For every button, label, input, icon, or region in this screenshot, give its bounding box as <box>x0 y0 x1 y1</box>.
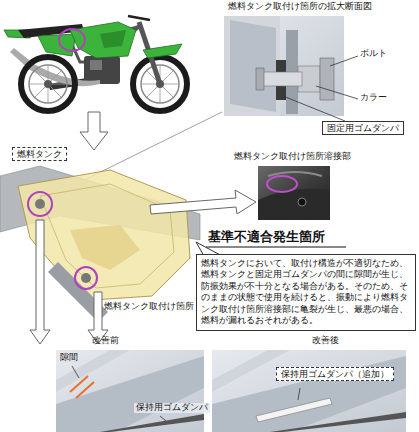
section-heading: 基準不適合発生箇所 <box>208 230 325 245</box>
motorcycle-figure <box>70 22 136 58</box>
leader-line <box>160 416 166 421</box>
before-figure <box>76 382 94 398</box>
part-label-box: 保持用ゴムダンパ（追加） <box>276 367 394 381</box>
after-figure <box>212 350 406 432</box>
box-text: 燃料タンク <box>17 149 62 159</box>
motorcycle-figure <box>44 80 52 88</box>
box-text: 燃料タンクにおいて、取付け構造が不適切なため、燃料タンクと固定用ゴムダンパの間に… <box>201 258 411 327</box>
motorcycle-figure <box>35 71 61 97</box>
fuel-tank-figure <box>75 267 97 289</box>
box-text: 保持用ゴムダンパ（追加） <box>281 369 389 379</box>
before-figure <box>100 414 204 432</box>
heading-underline <box>206 247 346 248</box>
motorcycle-figure <box>100 30 126 48</box>
weld-photo <box>298 198 306 206</box>
cross-section-figure <box>224 16 280 116</box>
description-box: 燃料タンクにおいて、取付け構造が不適切なため、燃料タンクと固定用ゴムダンパの間に… <box>196 254 416 331</box>
box-text: 固定用ゴムダンパ <box>327 123 399 133</box>
fuel-tank-figure <box>35 199 45 209</box>
hollow-arrow <box>30 220 50 344</box>
cross-section-figure <box>230 20 276 112</box>
hollow-arrow <box>80 112 108 150</box>
before-figure <box>56 350 204 432</box>
cross-section-figure <box>224 16 344 116</box>
motorcycle-figure <box>21 57 75 111</box>
part-name: 燃料タンク取付け箇所溶接部 <box>234 152 351 162</box>
fuel-tank-figure <box>81 273 91 283</box>
hollow-arrow <box>150 190 256 214</box>
leader-line <box>283 56 358 121</box>
part-name: ボルト <box>360 49 387 59</box>
before-figure <box>56 350 130 392</box>
leader-line <box>330 56 358 66</box>
part-name: カラー <box>360 93 387 103</box>
cross-section-figure <box>256 68 264 90</box>
view-title: 改善前 <box>92 336 119 346</box>
after-figure <box>212 350 406 432</box>
cross-section-figure <box>320 58 334 100</box>
leader-line <box>72 366 79 378</box>
leader-line <box>316 86 358 99</box>
view-title: 改善後 <box>312 336 339 346</box>
fuel-tank-figure <box>28 192 52 216</box>
figure-title: 燃料タンク取付け箇所の拡大断面図 <box>228 2 372 12</box>
motorcycle-figure <box>143 44 182 58</box>
fuel-tank-figure <box>70 225 140 270</box>
after-figure <box>270 412 406 432</box>
motorcycle-figure <box>59 29 85 51</box>
motorcycle-figure <box>29 65 67 103</box>
weld-photo <box>267 176 297 192</box>
before-figure <box>56 350 204 432</box>
part-name: 保持用ゴムダンパ <box>134 403 210 413</box>
motorcycle-figure <box>90 60 102 70</box>
part-name: 燃料タンク取付け箇所 <box>104 302 194 312</box>
motorcycle-figure <box>84 56 120 84</box>
motorcycle-figure <box>128 16 150 20</box>
weld-photo <box>268 172 322 176</box>
after-figure <box>256 398 332 422</box>
weld-photo <box>258 166 330 220</box>
weld-photo <box>258 166 330 220</box>
part-label-box: 燃料タンク <box>12 147 67 161</box>
cross-section-figure <box>262 72 302 86</box>
leader-line <box>298 388 300 400</box>
motorcycle-figure <box>4 16 187 111</box>
part-name: 隙間 <box>60 353 78 363</box>
motorcycle-figure <box>35 71 61 97</box>
cross-section-figure <box>224 16 344 116</box>
callout-box: 固定用ゴムダンパ <box>322 121 404 135</box>
motorcycle-figure <box>38 34 76 56</box>
before-figure <box>56 356 204 432</box>
weld-photo <box>258 189 330 220</box>
leader-line <box>283 96 345 121</box>
